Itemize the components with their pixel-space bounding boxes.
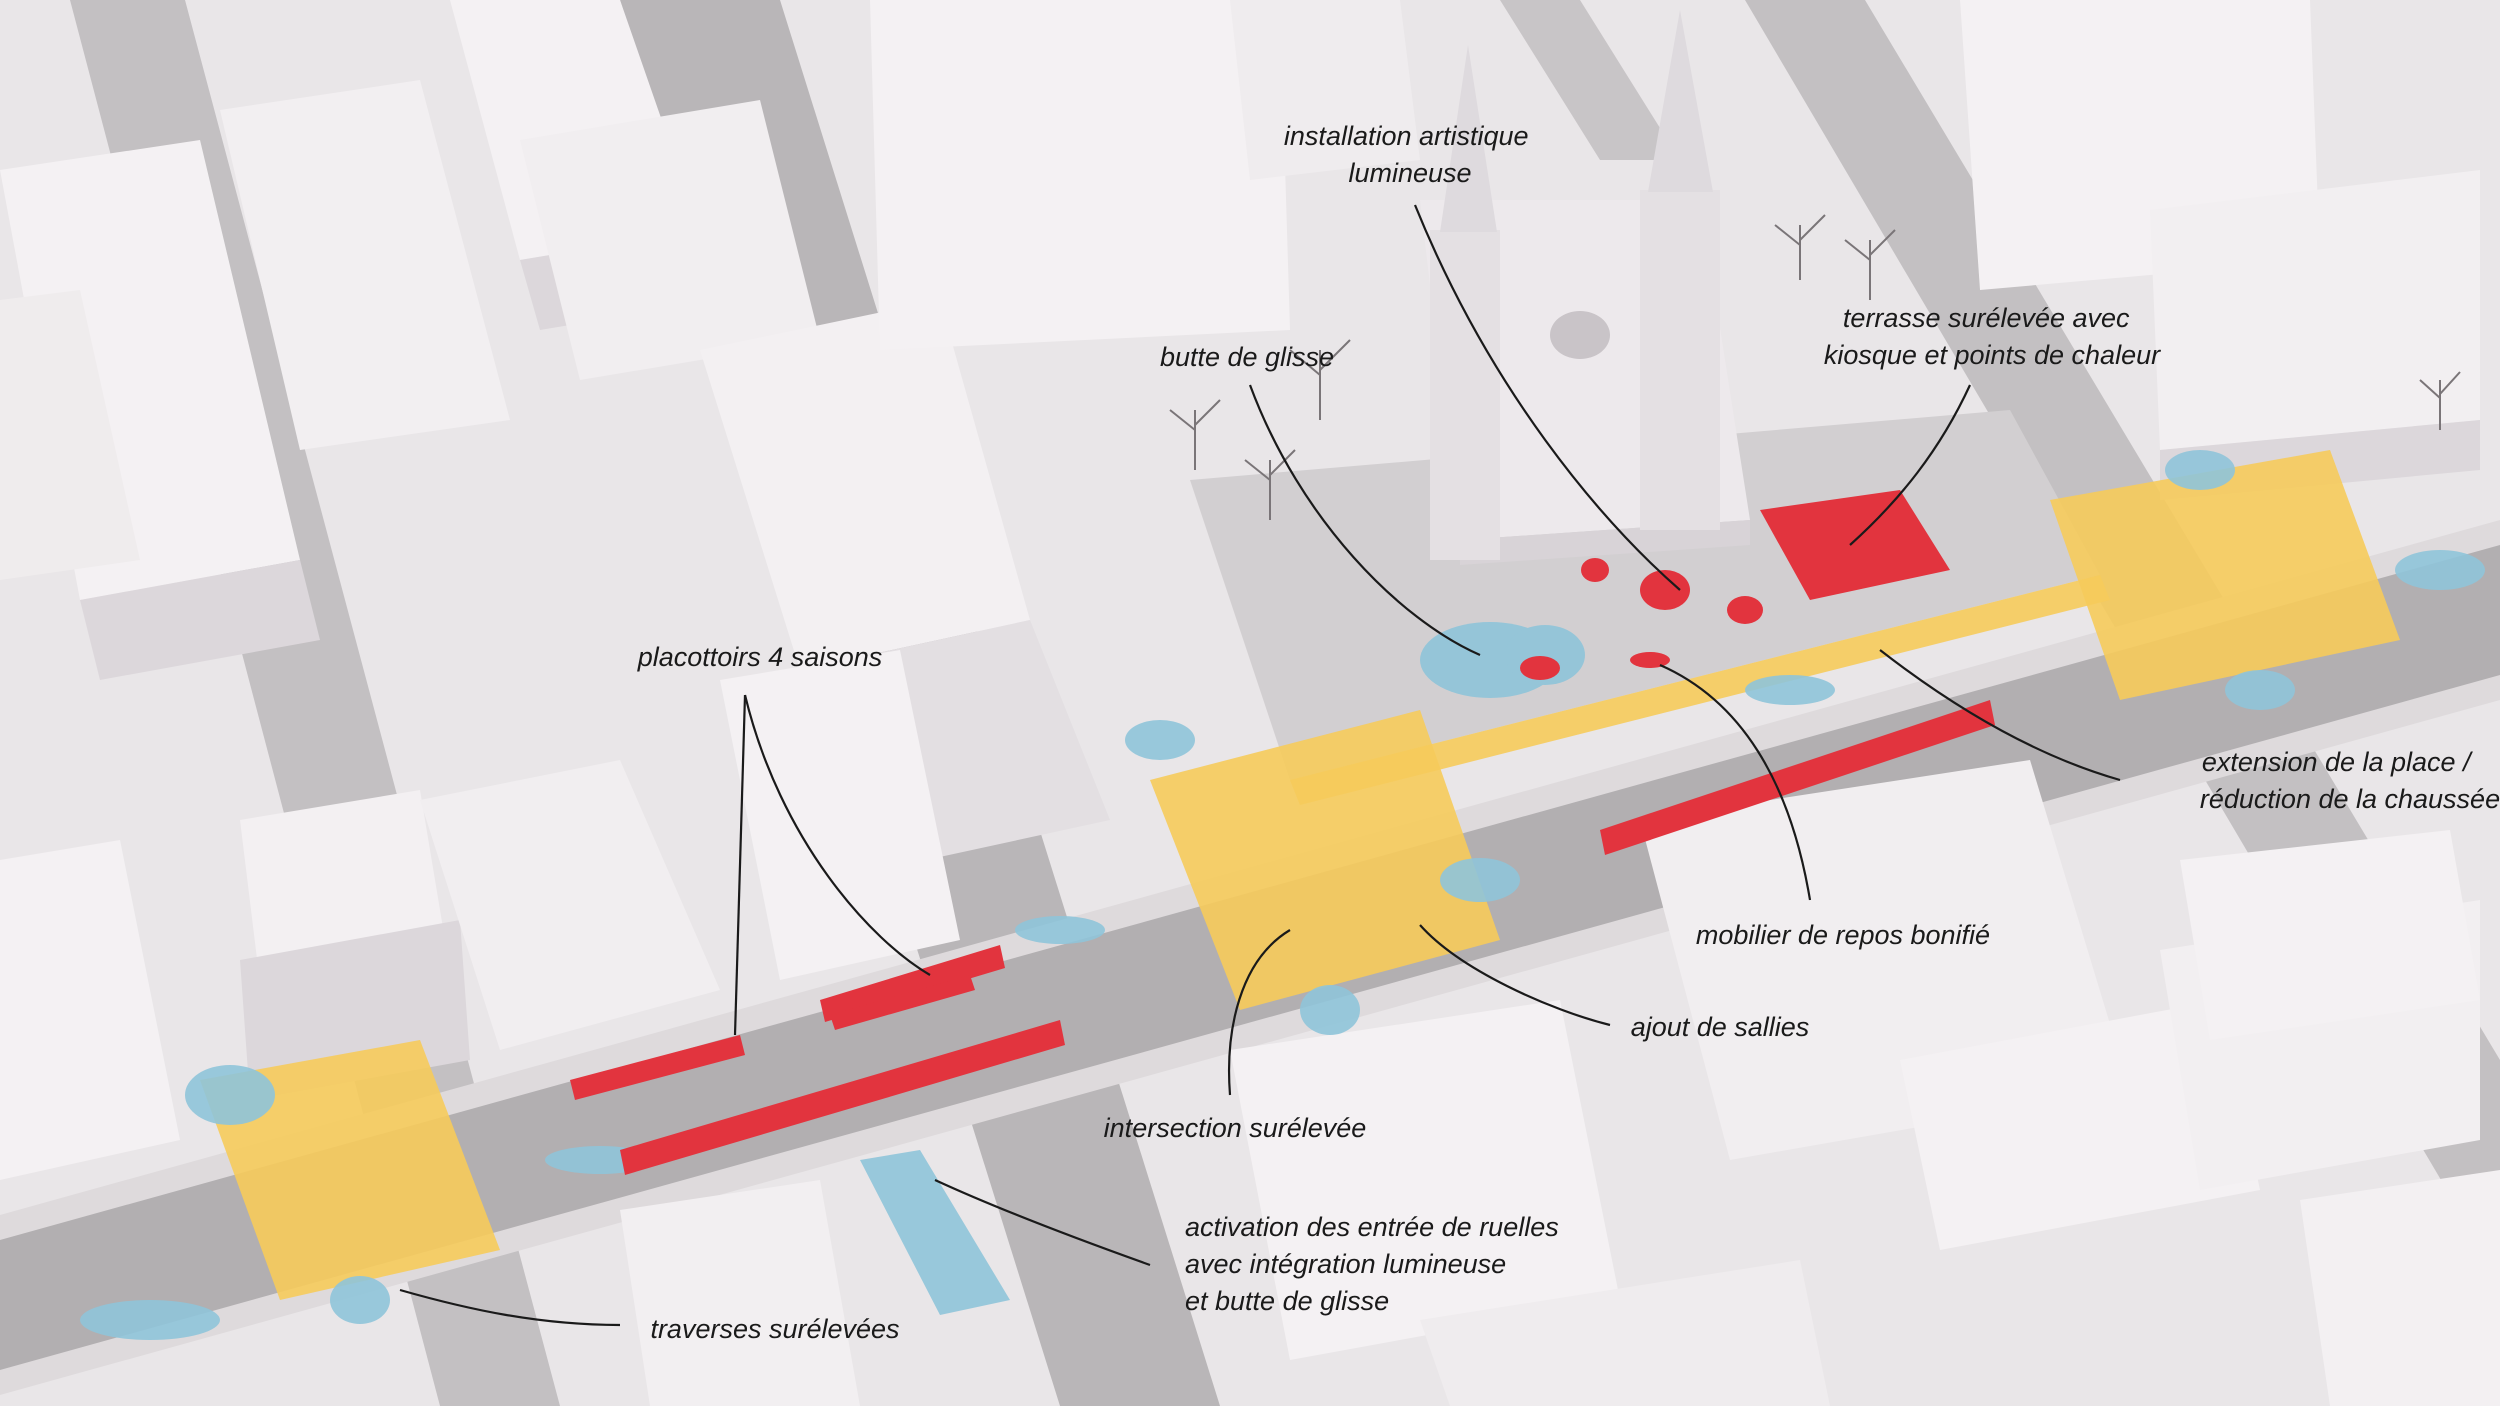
label-placottoirs: placottoirs 4 saisons [637,642,883,672]
leader-extension-place [1879,649,2121,782]
placottoir-3 [820,945,1005,1022]
raised-intersection-east [2050,450,2400,700]
label-installation-artistique: installation artistique lumineuse [1284,121,1536,188]
label-intersection-surelevee: intersection surélevée [1104,1113,1367,1143]
leader-ruelles [934,1179,1151,1267]
trees [1169,214,2461,520]
label-ajout-sallies: ajout de sallies [1631,1012,1810,1042]
red-features [570,490,1995,1175]
leader-sallies [1419,924,1611,1027]
label-traverses-surelevees: traverses surélevées [650,1314,899,1344]
leader-mobilier-repos [1659,663,1812,901]
leader-terrasse [1849,384,1971,546]
raised-terrace [1760,490,1950,600]
street-diagonal-far-east [1500,0,1680,160]
buildings-north [870,0,2480,500]
raised-intersections [200,450,2400,1300]
church [1420,10,1750,565]
leader-placottoirs-a [733,694,747,1036]
annotation-labels: installation artistique lumineuse butte … [637,121,2500,1344]
placottoir-5 [830,975,975,1030]
label-butte-de-glisse: butte de glisse [1160,342,1334,372]
leader-butte-de-glisse [1248,384,1481,657]
leader-installation-artistique [1413,204,1681,591]
leader-traverses [399,1288,621,1327]
raised-intersection-center [1150,710,1500,1010]
buildings-west [0,0,1110,1180]
placottoir-1 [570,1035,745,1100]
label-mobilier-repos: mobilier de repos bonifié [1696,920,1990,950]
label-extension-place: extension de la place / réduction de la … [2200,747,2500,814]
label-activation-ruelles: activation des entrée de ruelles avec in… [1185,1212,1566,1316]
winter-zones [80,450,2485,1340]
raised-band-plaza-edge [1290,575,2110,805]
leader-intersection [1228,929,1291,1096]
raised-intersection-west [200,1040,500,1300]
buildings-south [620,760,2500,1406]
light-art-installation [1640,570,1690,610]
leader-placottoirs-b [743,694,931,976]
placottoir-2 [620,1020,1065,1175]
annotation-leaders [399,204,2121,1327]
placottoir-4 [1600,700,1995,855]
label-terrasse-surelevee: terrasse surélevée avec kiosque et point… [1824,303,2161,370]
